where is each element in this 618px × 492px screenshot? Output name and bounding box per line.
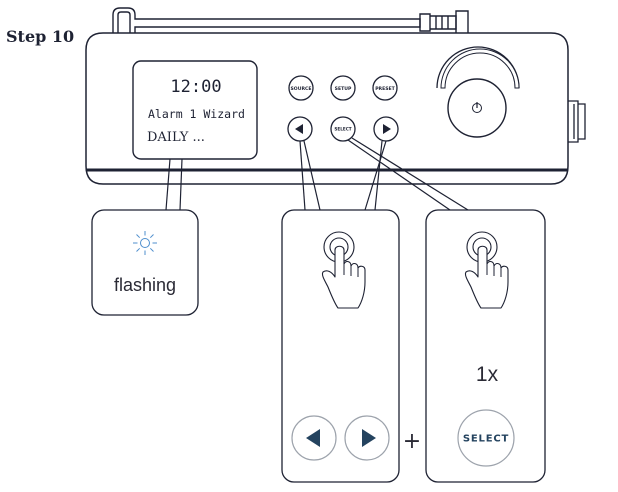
preset-button-label: PRESET (375, 86, 395, 92)
callout-connectors (165, 137, 469, 211)
left-arrow-icon (306, 429, 320, 447)
flashing-label: flashing (114, 275, 176, 295)
display-line-2: DAILY ... (147, 130, 205, 145)
select-button-large-label: SELECT (463, 434, 509, 445)
right-arrow-icon (362, 429, 376, 447)
nav-left-button[interactable] (291, 415, 337, 461)
radio-left-button[interactable] (287, 116, 313, 142)
display-time: 12:00 (170, 77, 221, 97)
power-icon (472, 102, 482, 113)
step-title: Step 10 (6, 27, 75, 46)
setup-button[interactable]: SETUP (330, 75, 356, 101)
source-button[interactable]: SOURCE (288, 75, 314, 101)
lcd-display: 12:00 Alarm 1 Wizard DAILY ... (132, 60, 258, 160)
radio-select-button-label: SELECT (334, 127, 351, 132)
radio-right-button[interactable] (373, 116, 399, 142)
preset-button[interactable]: PRESET (372, 75, 398, 101)
setup-button-label: SETUP (335, 86, 352, 92)
source-button-label: SOURCE (291, 86, 312, 92)
volume-knob[interactable] (436, 46, 520, 138)
nav-right-button[interactable] (344, 415, 390, 461)
navigate-callout (281, 209, 400, 483)
select-button-large[interactable]: SELECT (457, 409, 515, 467)
press-count: 1x (476, 363, 499, 386)
left-arrow-icon (295, 124, 303, 134)
radio-select-button[interactable]: SELECT (330, 116, 356, 142)
confirm-callout: 1x SELECT (425, 209, 546, 483)
plus-sign: + (403, 429, 421, 454)
right-arrow-icon (383, 124, 391, 134)
display-line-1: Alarm 1 Wizard (148, 107, 245, 121)
sun-icon (133, 231, 157, 255)
flashing-callout: flashing (91, 209, 199, 316)
